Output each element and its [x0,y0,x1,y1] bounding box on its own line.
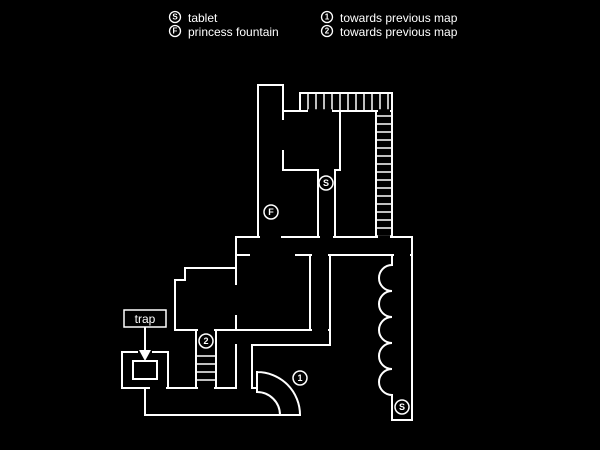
map-walls [121,84,413,421]
legend-symbol: F [173,27,178,36]
trap-annotation: trap [123,309,167,361]
trap-label: trap [135,312,156,326]
legend-symbol: 1 [325,13,330,22]
legend-item-tablet: S tablet [168,10,218,25]
bottom-ladder-rungs [196,350,216,388]
top-corridor-rungs [300,93,392,111]
legend-symbol: S [172,13,178,22]
curved-passage [255,370,302,417]
trap-arrowhead-icon [139,350,151,361]
marker-exit-2: 2 [198,333,214,349]
door-gaps [138,109,410,390]
legend-symbol: 2 [325,27,330,36]
legend-label: towards previous map [340,11,458,25]
marker-symbol: F [268,207,274,217]
tablet-symbol-icon [168,10,182,24]
exit-2-symbol-icon [320,24,334,38]
marker-tablet-upper: S [318,175,334,191]
marker-exit-1: 1 [292,370,308,386]
legend-item-exit-2: 2 towards previous map [320,24,458,39]
marker-princess-fountain: F [263,204,279,220]
marker-symbol: 1 [297,373,302,383]
legend-label: princess fountain [188,25,279,39]
legend-label: tablet [188,11,218,25]
level-map: trap S F 2 1 S [121,84,413,421]
right-ladder-rungs [376,111,392,237]
legend-item-fountain: F princess fountain [168,24,279,39]
legend-item-exit-1: 1 towards previous map [320,10,458,25]
marker-symbol: S [399,402,405,412]
scalloped-wall [378,254,393,421]
fountain-symbol-icon [168,24,182,38]
legend: S tablet F princess fountain 1 towards p… [168,10,458,39]
marker-tablet-lower: S [394,399,410,415]
exit-1-symbol-icon [320,10,334,24]
legend-label: towards previous map [340,25,458,39]
marker-symbol: 2 [203,336,208,346]
marker-symbol: S [323,178,329,188]
